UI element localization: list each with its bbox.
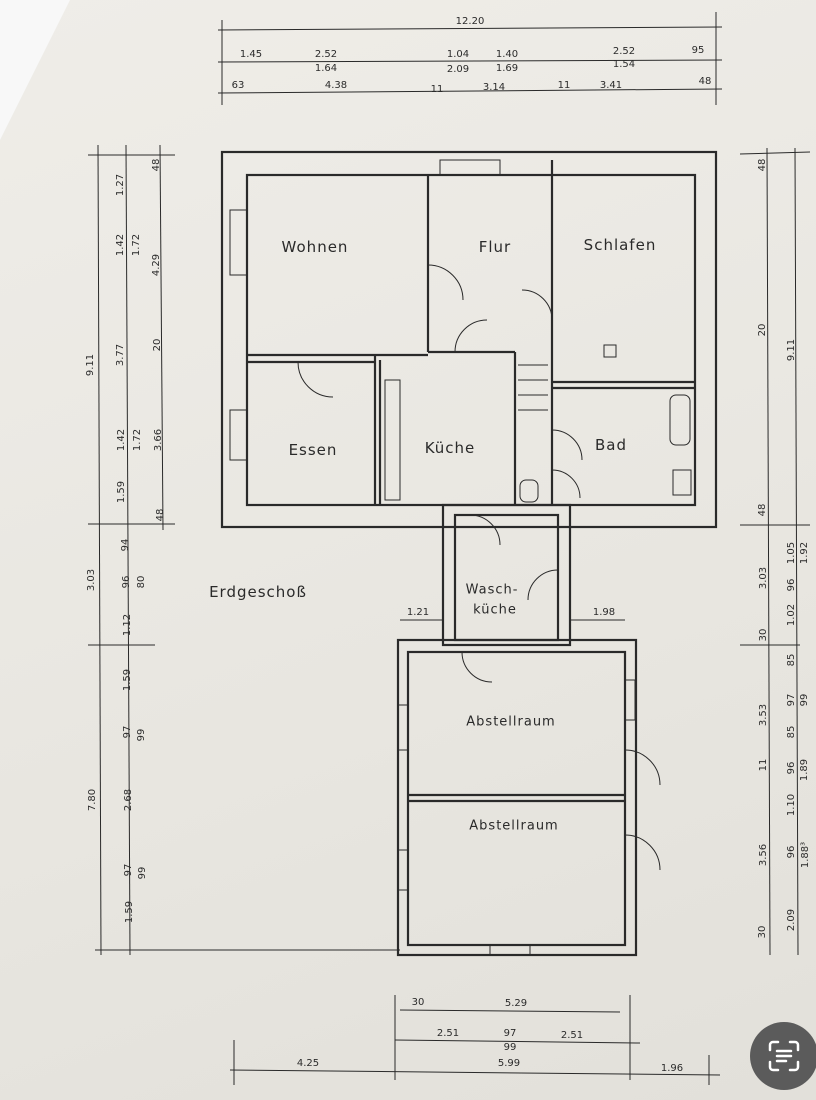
dim-label: 1.42 (115, 233, 126, 257)
room-label-abstellraum-2: Abstellraum (469, 818, 559, 834)
dim-label: 96 (786, 761, 797, 775)
dim-label: 1.05 (786, 541, 797, 565)
dim-label: 1.69 (495, 63, 519, 74)
dim-label: 2.68 (123, 788, 134, 812)
dim-label: 1.64 (314, 63, 338, 74)
dim-label: 97 (122, 725, 133, 739)
dim-label: 48 (757, 503, 768, 517)
dim-label: 3.77 (115, 343, 126, 367)
room-label-kueche: Küche (424, 439, 476, 457)
room-label-bad: Bad (594, 436, 628, 454)
dim-label: 3.03 (758, 566, 769, 590)
dim-label: 97 (786, 693, 797, 707)
dim-label: 20 (757, 323, 768, 337)
dim-label: 99 (503, 1042, 517, 1053)
dim-label: 2.52 (314, 49, 338, 60)
dim-label: 2.51 (436, 1028, 460, 1039)
dim-label: 1.96 (660, 1063, 684, 1074)
dim-total-width: 12.20 (455, 16, 485, 27)
dim-label: 3.41 (599, 80, 623, 91)
dim-label: 4.29 (151, 253, 162, 277)
page-corner (0, 0, 70, 140)
dim-label: 1.27 (115, 173, 126, 197)
dim-label: 1.98 (592, 607, 616, 618)
dim-label: 1.45 (239, 49, 263, 60)
dim-label: 20 (152, 338, 163, 352)
dim-label: 3.56 (758, 843, 769, 867)
dim-label: 4.38 (324, 80, 348, 91)
dim-label: 1.04 (446, 49, 470, 60)
dim-label: 63 (231, 80, 245, 91)
room-label-essen: Essen (288, 441, 338, 459)
dim-label: 2.52 (612, 46, 636, 57)
dim-label: 1.72 (132, 428, 143, 452)
dim-label: 3.66 (153, 428, 164, 452)
dim-label: 1.72 (131, 233, 142, 257)
room-label-wohnen: Wohnen (281, 238, 349, 256)
dim-label: 48 (698, 76, 712, 87)
dim-label: 99 (799, 693, 810, 707)
dim-label: 30 (757, 925, 768, 939)
dim-label: 3.14 (482, 82, 506, 93)
text-scan-button[interactable] (750, 1022, 816, 1090)
dim-label: 1.10 (786, 793, 797, 817)
dim-label: 48 (151, 158, 162, 172)
dim-label: 1.54 (612, 59, 636, 70)
floor-title: Erdgeschoß (209, 583, 307, 601)
dim-label: 48 (757, 158, 768, 172)
doors-windows (229, 159, 692, 956)
dim-label: 1.88³ (800, 841, 811, 869)
dim-label: 1.02 (786, 603, 797, 627)
dim-label: 9.11 (786, 338, 797, 362)
dim-label: 1.92 (799, 541, 810, 565)
dim-label: 95 (691, 45, 705, 56)
dim-label: 1.12 (122, 613, 133, 637)
dim-label: 99 (136, 728, 147, 742)
dim-label: 1.40 (495, 49, 519, 60)
walls (220, 150, 718, 957)
dim-label: 2.09 (786, 908, 797, 932)
dim-label: 1.59 (124, 900, 135, 924)
room-label-waschkueche-1: Wasch- (465, 582, 519, 598)
dim-label: 1.59 (116, 480, 127, 504)
dim-label: 1.42 (116, 428, 127, 452)
dimension-lines (88, 12, 811, 1085)
dim-label: 96 (786, 845, 797, 859)
dim-label: 85 (786, 725, 797, 739)
dim-label: 99 (137, 866, 148, 880)
dim-label: 5.99 (497, 1058, 521, 1069)
text-scan-icon (768, 1040, 800, 1072)
dim-label: 11 (430, 84, 444, 95)
dim-label: 2.51 (560, 1030, 584, 1041)
dim-label: 3.53 (758, 703, 769, 727)
dim-label: 1.89 (799, 758, 810, 782)
dim-label: 2.09 (446, 64, 470, 75)
room-label-flur: Flur (478, 238, 512, 256)
dim-label: 4.25 (296, 1058, 320, 1069)
dim-label: 7.80 (87, 788, 98, 812)
dim-label: 11 (758, 758, 769, 772)
dim-label: 30 (411, 997, 425, 1008)
room-label-abstellraum-1: Abstellraum (466, 714, 556, 730)
dim-label: 97 (123, 863, 134, 877)
room-label-schlafen: Schlafen (583, 236, 657, 254)
dim-label: 30 (758, 628, 769, 642)
dim-label: 97 (503, 1028, 517, 1039)
dim-label: 96 (121, 575, 132, 589)
dim-label: 80 (136, 575, 147, 589)
dim-label: 1.59 (122, 668, 133, 692)
dim-label: 48 (155, 508, 166, 522)
dim-label: 11 (557, 80, 571, 91)
dim-label: 1.21 (406, 607, 430, 618)
dim-label: 5.29 (504, 998, 528, 1009)
dim-label: 3.03 (86, 568, 97, 592)
room-label-waschkueche-2: küche (473, 602, 517, 618)
dim-label: 9.11 (85, 353, 96, 377)
dim-label: 85 (786, 653, 797, 667)
dim-label: 94 (120, 538, 131, 552)
dim-label: 96 (786, 578, 797, 592)
